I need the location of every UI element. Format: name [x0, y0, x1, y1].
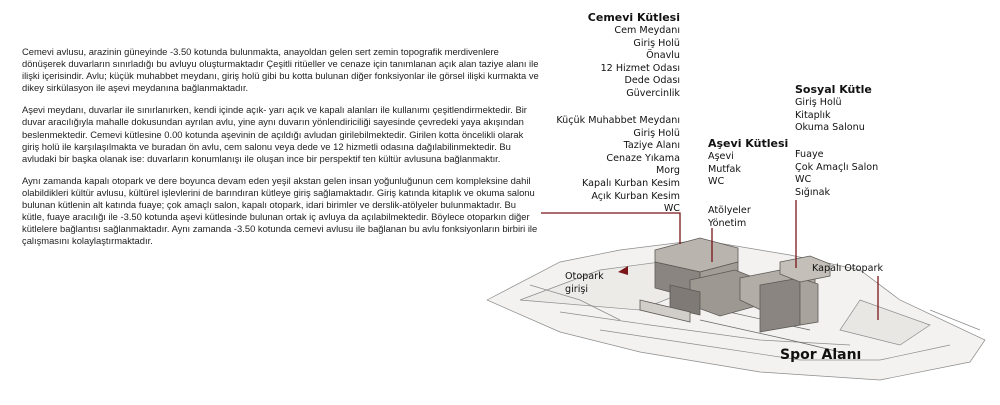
cemevi-item: WC	[663, 203, 680, 215]
cemevi-item: Kapalı Kurban Kesim	[581, 177, 680, 189]
cemevi-item: Taziye Alanı	[623, 140, 680, 152]
asevi-item: WC	[708, 176, 725, 188]
asevi-kutlesi-title: Aşevi Kütlesi	[708, 137, 789, 150]
sosyal-item: WC	[795, 174, 812, 186]
cemevi-item: Giriş Holü	[633, 127, 680, 139]
cemevi-item: 12 Hizmet Odası	[600, 62, 680, 74]
sosyal-item: Fuaye	[795, 149, 824, 160]
cemevi-kutlesi-label: Cemevi Kütlesi Cem Meydanı Giriş Holü Ön…	[588, 10, 680, 101]
spor-alani-label: Spor Alanı	[780, 347, 862, 363]
sosyal-lower-level-label: Fuaye Çok Amaçlı Salon WC Sığınak	[795, 149, 878, 199]
asevi-kutlesi-label: Aşevi Kütlesi Aşevi Mutfak WC	[708, 136, 788, 189]
sosyal-item: Okuma Salonu	[795, 122, 865, 134]
sosyal-kutle-title: Sosyal Kütle	[795, 83, 872, 96]
cemevi-item: Açık Kurban Kesim	[591, 190, 680, 202]
cemevi-item: Giriş Holü	[633, 37, 680, 49]
sosyal-item: Çok Amaçlı Salon	[795, 161, 879, 173]
sosyal-item: Kitaplık	[795, 109, 831, 121]
cemevi-item: Dede Odası	[624, 75, 680, 87]
asevi-item: Yönetim	[708, 217, 747, 229]
cemevi-item: Cem Meydanı	[614, 25, 680, 36]
leader-lines	[541, 200, 879, 320]
cemevi-item: Güvercinlik	[626, 87, 680, 99]
cemevi-item: Morg	[655, 165, 680, 177]
asevi-item: Mutfak	[708, 163, 741, 175]
asevi-item: Aşevi	[708, 151, 734, 162]
cemevi-kutlesi-title: Cemevi Kütlesi	[587, 11, 680, 24]
asevi-item: Atölyeler	[708, 205, 751, 216]
paragraph-cemevi-avlusu: Cemevi avlusu, arazinin güneyinde -3.50 …	[22, 46, 539, 94]
cemevi-item: Önavlu	[646, 50, 680, 62]
paragraph-asevi-meydani: Aşevi meydanı, duvarlar ile sınırlanırke…	[22, 104, 527, 164]
cemevi-item: Cenaze Yıkama	[606, 152, 680, 164]
otopark-girisi-label: Otopark girişi	[565, 271, 604, 295]
sosyal-item: Giriş Holü	[795, 97, 842, 108]
cemevi-lower-level-label: Küçük Muhabbet Meydanı Giriş Holü Taziye…	[556, 115, 680, 216]
paragraph-kultur-avlusu: Aynı zamanda kapalı otopark ve dere boyu…	[22, 174, 538, 247]
kapali-otopark-label: Kapalı Otopark	[812, 263, 884, 274]
building-masses	[639, 237, 831, 333]
otopark-entry-arrow-icon	[618, 266, 628, 275]
description-text: Cemevi avlusu, arazinin güneyinde -3.50 …	[22, 46, 540, 257]
sosyal-item: Sığınak	[795, 186, 831, 198]
cemevi-item: Küçük Muhabbet Meydanı	[556, 115, 680, 126]
asevi-lower-level-label: Atölyeler Yönetim	[708, 205, 751, 230]
sosyal-kutle-label: Sosyal Kütle Giriş Holü Kitaplık Okuma S…	[795, 82, 872, 135]
